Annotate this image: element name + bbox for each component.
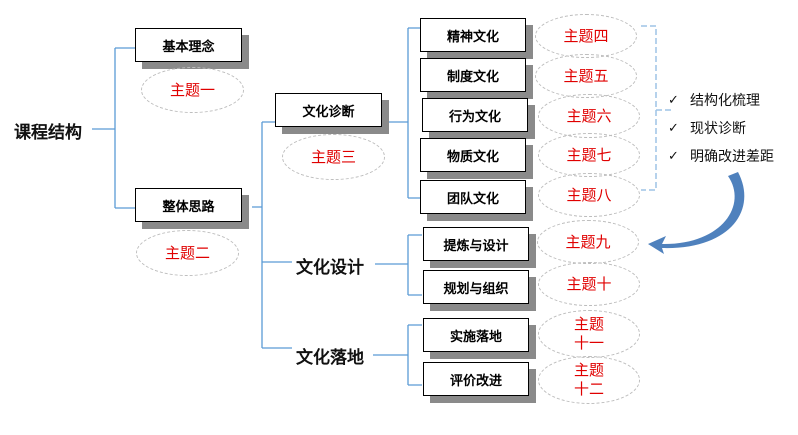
connector-overall	[252, 121, 292, 349]
checklist-item: ✓ 结构化梳理	[668, 86, 774, 114]
node-behavior-culture[interactable]: 行为文化	[422, 98, 528, 132]
checklist-text: 现状诊断	[690, 121, 746, 137]
node-team-culture[interactable]: 团队文化	[420, 180, 526, 214]
node-plan-organize[interactable]: 规划与组织	[423, 270, 529, 304]
topic-oval-7: 主题七	[538, 133, 640, 177]
node-culture-design: 文化设计	[296, 258, 364, 278]
topic-oval-4: 主题四	[535, 14, 637, 58]
check-icon: ✓	[668, 148, 679, 164]
node-basic-concept[interactable]: 基本理念	[135, 28, 242, 62]
node-culture-diagnosis[interactable]: 文化诊断	[275, 93, 382, 127]
dashed-bracket	[641, 25, 672, 191]
topic-11-line1: 主题	[573, 315, 604, 333]
topic-12-line1: 主题	[573, 361, 604, 379]
topic-oval-9: 主题九	[537, 220, 639, 264]
topic-oval-6: 主题六	[538, 94, 640, 138]
check-icon: ✓	[668, 120, 679, 136]
topic-11-line2: 十一	[573, 334, 604, 352]
curved-arrow-icon	[648, 172, 745, 254]
node-culture-landing: 文化落地	[296, 348, 364, 368]
node-spirit-culture[interactable]: 精神文化	[420, 18, 526, 52]
node-implement[interactable]: 实施落地	[423, 318, 529, 352]
checklist: ✓ 结构化梳理 ✓ 现状诊断 ✓ 明确改进差距	[668, 86, 774, 170]
node-system-culture[interactable]: 制度文化	[420, 58, 526, 92]
connector-design	[375, 234, 422, 296]
node-overall-approach[interactable]: 整体思路	[135, 188, 242, 222]
connector-root	[92, 47, 135, 209]
checklist-item: ✓ 明确改进差距	[668, 142, 774, 170]
topic-oval-10: 主题十	[538, 262, 640, 306]
topic-oval-12: 主题 十二	[538, 356, 640, 404]
topic-oval-3: 主题三	[282, 134, 385, 180]
topic-12-line2: 十二	[573, 380, 604, 398]
node-material-culture[interactable]: 物质文化	[420, 138, 526, 172]
topic-oval-8: 主题八	[538, 173, 640, 217]
root-title: 课程结构	[14, 123, 82, 143]
topic-oval-2: 主题二	[136, 230, 239, 276]
checklist-text: 结构化梳理	[690, 93, 760, 109]
checklist-item: ✓ 现状诊断	[668, 114, 774, 142]
connector-landing	[373, 324, 422, 386]
topic-oval-11: 主题 十一	[538, 310, 640, 358]
connector-diagnosis	[385, 27, 420, 199]
check-icon: ✓	[668, 92, 679, 108]
node-evaluate-improve[interactable]: 评价改进	[423, 362, 529, 396]
checklist-text: 明确改进差距	[690, 149, 774, 165]
node-refine-design[interactable]: 提炼与设计	[423, 227, 529, 261]
topic-oval-5: 主题五	[535, 54, 637, 98]
topic-oval-1: 主题一	[141, 67, 244, 113]
